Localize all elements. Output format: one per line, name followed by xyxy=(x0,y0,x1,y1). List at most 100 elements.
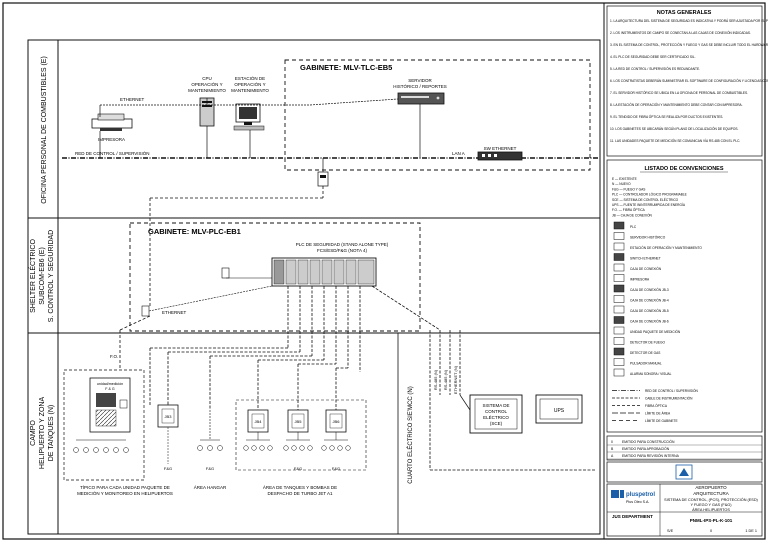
fg-label-2: F&G xyxy=(206,466,214,471)
notes-title: NOTAS GENERALES xyxy=(657,10,712,16)
ethernet-top-label: ETHERNET xyxy=(120,97,145,102)
comm-vertical-label-2: RS-485 (N) xyxy=(443,369,448,390)
drawing-title-2: SISTEMA DE CONTROL, (PCS), PROTECCIÓN (E… xyxy=(664,497,758,502)
drawing-title-1: ARQUITECTURA xyxy=(693,491,729,496)
sce-label-3: ELÉCTRICO xyxy=(483,414,509,420)
station-label-2: OPERACIÓN Y xyxy=(234,81,265,87)
converter-left-icon xyxy=(141,305,150,317)
comm-vertical-label-3: ETHERNET (N) xyxy=(453,365,458,394)
tank-area-boundary xyxy=(235,399,367,471)
ethernet-middle-label: ETHERNET xyxy=(162,310,187,315)
cabinet-middle-label: GABINETE: MLV-PLC-EB1 xyxy=(148,227,241,236)
fo-left-connector xyxy=(119,315,151,331)
note-item: 3. EN EL SISTEMA DE CONTROL, PROTECCIÓN … xyxy=(610,42,768,47)
zone-label-middle-3: S. CONTROL Y SEGURIDAD xyxy=(48,230,55,322)
jb5-box xyxy=(287,409,309,433)
fo-label: F.O. xyxy=(110,354,118,359)
zone-label-bottom-2: HELIPUERTO Y ZONA xyxy=(39,397,46,470)
sce-feed xyxy=(459,394,471,411)
ups-inner-box xyxy=(539,398,579,420)
company-sub: Plus Oleo S.A. xyxy=(626,500,649,504)
cabinet-top-label: GABINETE: MLV-TLC-EB5 xyxy=(300,63,392,72)
legend-symbol-label: ALARMA SONORA / VISUAL xyxy=(630,372,672,376)
legend-symbol-label: ESTACIÓN DE OPERACIÓN Y MANTENIMIENTO xyxy=(630,245,702,250)
media-converter-icon xyxy=(317,171,329,187)
jb4-label: JB4 xyxy=(255,419,263,424)
legend-title: LISTADO DE CONVENCIONES xyxy=(644,166,723,172)
package-unit-screen xyxy=(96,393,116,407)
revision-table xyxy=(606,435,763,461)
server-link xyxy=(309,98,399,106)
revision-value: 0 xyxy=(710,529,712,533)
legend-symbol-icon xyxy=(613,358,625,366)
sce-label-1: SISTEMA DE xyxy=(482,403,509,408)
abbreviation-item: N — NUEVO xyxy=(612,182,631,186)
legend-symbol-icon xyxy=(613,221,625,230)
legend-box xyxy=(606,159,763,433)
station-label-3: MANTENIMIENTO xyxy=(231,88,269,93)
legend-symbol-icon xyxy=(613,368,625,377)
abbreviation-item: UPS — FUENTE ININTERRUMPIDA DE ENERGÍA xyxy=(612,203,686,207)
zone-label-bottom-1: CAMPO xyxy=(30,420,37,446)
legend-symbol-icon xyxy=(613,295,625,303)
client-name: AEROPUERTO xyxy=(695,485,727,490)
revision-description: EMITIDO PARA APROBACIÓN xyxy=(622,446,670,451)
legend-symbol-icon xyxy=(613,326,625,335)
revision-number: 0 xyxy=(611,440,613,444)
abbreviation-item: E — EXISTENTE xyxy=(612,177,637,181)
abbreviation-item: PLC — CONTROLADOR LÓGICO PROGRAMABLE xyxy=(612,192,687,197)
title-block xyxy=(606,483,763,537)
field-bus xyxy=(149,347,348,410)
legend-symbol-icon xyxy=(613,337,625,345)
drawing-title-4: ÁREA HELIPUERTOS xyxy=(692,508,730,512)
printer-icon xyxy=(91,113,133,131)
ups-label: UPS xyxy=(554,408,565,414)
note-item: 5. LA RED DE CONTROL / SUPERVISIÓN ES RE… xyxy=(610,66,700,71)
control-network-label: RED DE CONTROL / SUPERVISIÓN xyxy=(75,150,150,156)
company-name: pluspetrol xyxy=(626,492,655,498)
legend-symbol-label: SERVIDOR HISTÓRICO xyxy=(630,235,666,240)
abbreviation-item: JB — CAJA DE CONEXIÓN xyxy=(612,212,653,217)
revision-description: EMITIDO PARA REVISIÓN INTERNA xyxy=(622,453,680,458)
tank-area-instruments xyxy=(243,445,351,451)
legend-symbol-label: PLC xyxy=(630,225,637,229)
zone-label-bottom-3: DE TANQUES (N) xyxy=(48,405,55,462)
note-item: 2. LOS INSTRUMENTOS DE CAMPO SE CONECTAN… xyxy=(610,30,751,35)
server-label-1: SERVIDOR xyxy=(408,78,432,83)
legend-symbol-icon xyxy=(613,242,625,251)
cabinet-middle-boundary xyxy=(129,222,421,332)
legend-symbol-label: UNIDAD PAQUETE DE MEDICIÓN xyxy=(630,329,681,334)
fg-label-3: F&G xyxy=(294,466,302,471)
package-unit-caption-2: MEDICIÓN Y MONITOREO EN HELIPUERTOS xyxy=(77,490,173,496)
zone-label-middle-1: SHELTER ELÉCTRICO xyxy=(28,239,37,313)
workstation-icon xyxy=(233,103,265,131)
plc-output-cables xyxy=(287,286,361,372)
legend-symbol-label: CAJA DE CONEXIÓN JB-4 xyxy=(630,298,669,303)
abbreviation-item: F&G — FUEGO Y GAS xyxy=(612,187,645,191)
legend-symbol-icon xyxy=(613,232,625,240)
tank-area-caption-1: ÁREA DE TANQUES Y BOMBAS DE xyxy=(263,484,337,490)
note-item: 4. EL PLC DE SEGURIDAD DEBE SER CERTIFIC… xyxy=(610,55,696,59)
package-unit-instruments xyxy=(73,447,129,453)
package-unit-area xyxy=(63,369,145,481)
legend-line-label: CABLE DE INSTRUMENTACIÓN xyxy=(645,396,693,401)
zones-frame xyxy=(27,39,601,535)
symbol-list: PLC SERVIDOR HISTÓRICO ESTACIÓN DE OPERACI… xyxy=(613,221,702,377)
cpu-label-1: CPU xyxy=(202,76,212,81)
legend-symbol-label: DETECTOR DE FUEGO xyxy=(630,341,666,345)
sce-label-4: (SCE) xyxy=(490,421,503,426)
legend-symbol-label: DETECTOR DE GAS xyxy=(630,351,660,355)
legend-symbol-label: SWITCH ETHERNET xyxy=(630,257,661,261)
abbreviation-item: SCE — SISTEMA DE CONTROL ELÉCTRICO xyxy=(612,197,679,202)
zone-label-top: OFICINA PERSONAL DE COMBUSTIBLES (E) xyxy=(41,56,48,204)
sce-comm-cables xyxy=(371,285,461,395)
plc-rack-icon xyxy=(271,257,377,287)
lan-label: LAN A xyxy=(452,151,465,156)
switch-label: SW ETHERNET xyxy=(484,146,517,151)
note-item: 8. LA ESTACIÓN DE OPERACIÓN Y MANTENIMIE… xyxy=(610,102,743,107)
revision-number: B xyxy=(611,447,614,451)
package-unit-jb xyxy=(119,399,128,409)
